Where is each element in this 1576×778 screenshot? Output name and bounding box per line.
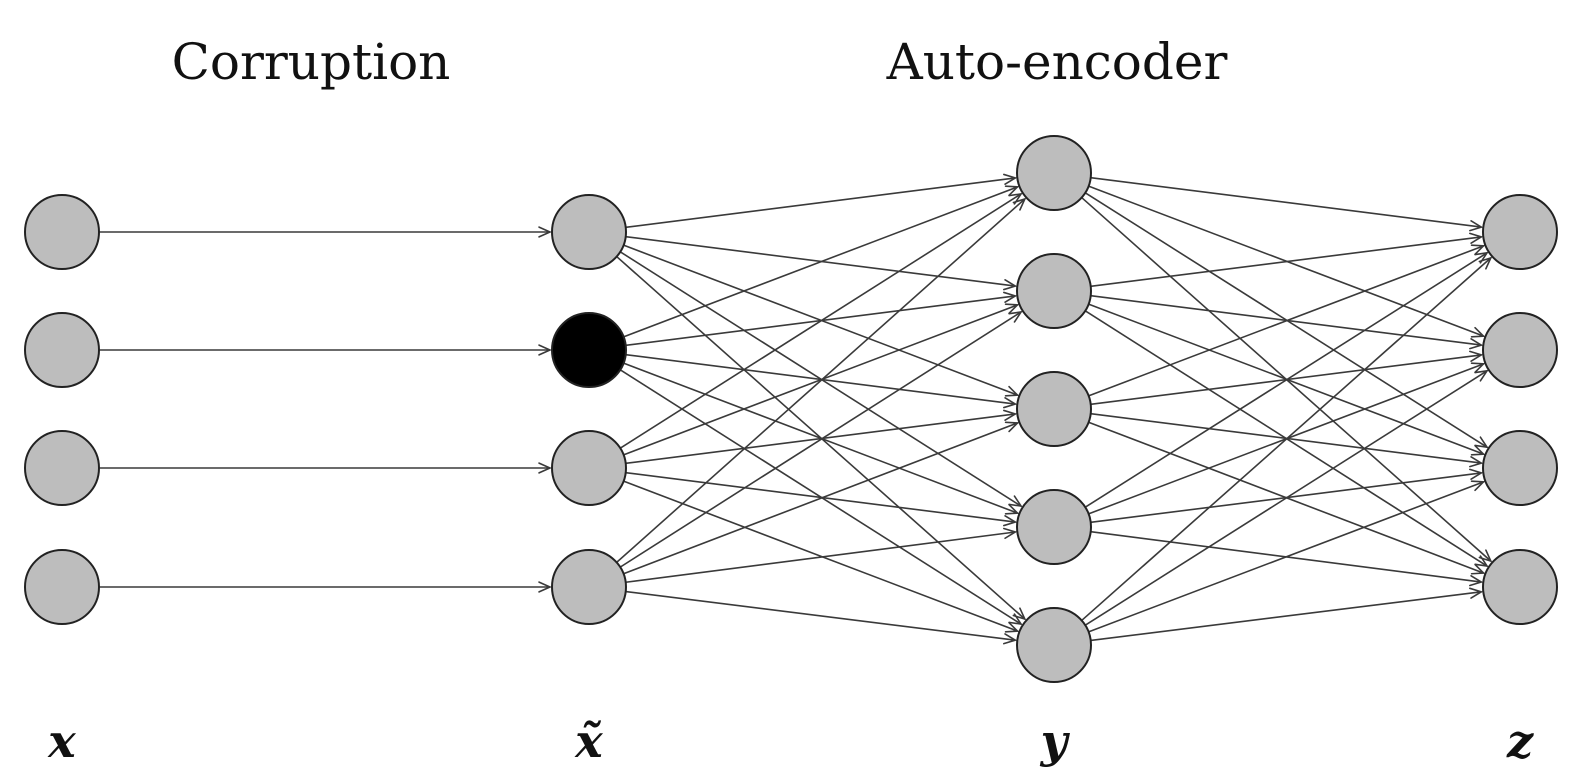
edge-x_tilde-y-3-2: [623, 421, 1020, 575]
edge-x-x_tilde-2: [99, 462, 552, 474]
node-z-3: [1482, 549, 1558, 625]
edge-x_tilde-y-2-4: [623, 480, 1020, 633]
edge-y-z-4-2: [1088, 480, 1486, 633]
edge-x_tilde-y-2-0: [619, 192, 1023, 449]
node-x-3: [24, 549, 100, 625]
edge-y-z-4-0: [1081, 256, 1493, 622]
edge-x_tilde-y-3-0: [616, 197, 1027, 563]
network-nodes: [24, 135, 1558, 683]
edge-y-z-4-1: [1084, 369, 1489, 626]
node-z-1: [1482, 312, 1558, 388]
edge-y-z-2-1: [1090, 350, 1484, 406]
node-x-2: [24, 430, 100, 506]
edge-x-x_tilde-1: [99, 344, 552, 356]
node-z-2: [1482, 430, 1558, 506]
node-y-0: [1016, 135, 1092, 211]
edge-y-z-0-0: [1090, 176, 1484, 232]
edge-x_tilde-y-3-3: [625, 527, 1018, 584]
node-y-4: [1016, 607, 1092, 683]
node-x-0: [24, 194, 100, 270]
edge-x_tilde-y-1-0: [623, 185, 1020, 338]
edge-x_tilde-y-0-1: [625, 235, 1018, 291]
node-y-1: [1016, 253, 1092, 329]
node-x-1: [24, 312, 100, 388]
edge-x_tilde-y-0-0: [625, 173, 1018, 229]
node-x_tilde-3: [551, 549, 627, 625]
edge-x_tilde-y-2-1: [623, 303, 1020, 456]
node-z-0: [1482, 194, 1558, 270]
edge-x_tilde-y-2-2: [625, 409, 1018, 465]
edge-y-z-3-3: [1090, 530, 1484, 587]
edge-x_tilde-y-2-3: [625, 471, 1018, 527]
edge-y-z-4-3: [1090, 587, 1484, 642]
node-x_tilde-0: [551, 194, 627, 270]
edge-y-z-3-2: [1090, 468, 1484, 524]
edge-y-z-1-0: [1090, 232, 1484, 288]
corruption-title: Corruption: [172, 33, 451, 91]
corrupted-node-x_tilde-1: [551, 312, 627, 388]
layer-labels: x x̃ y z: [47, 714, 1534, 768]
edge-x_tilde-y-3-1: [619, 310, 1023, 568]
node-x_tilde-2: [551, 430, 627, 506]
autoencoder-title: Auto-encoder: [886, 33, 1228, 91]
layer-label-y: y: [1040, 714, 1071, 768]
layer-label-z: z: [1506, 714, 1534, 768]
edge-y-z-3-0: [1084, 251, 1489, 508]
edge-x_tilde-y-1-1: [625, 291, 1018, 347]
edge-x_tilde-y-3-4: [625, 590, 1018, 645]
edge-x-x_tilde-0: [99, 226, 552, 238]
connection-edges: [99, 173, 1493, 645]
node-y-3: [1016, 489, 1092, 565]
layer-label-x_tilde: x̃: [574, 714, 603, 768]
node-y-2: [1016, 371, 1092, 447]
layer-label-x: x: [47, 714, 76, 768]
edge-y-z-1-1: [1090, 294, 1484, 350]
edge-y-z-2-0: [1088, 244, 1486, 397]
edge-x-x_tilde-3: [99, 581, 552, 593]
